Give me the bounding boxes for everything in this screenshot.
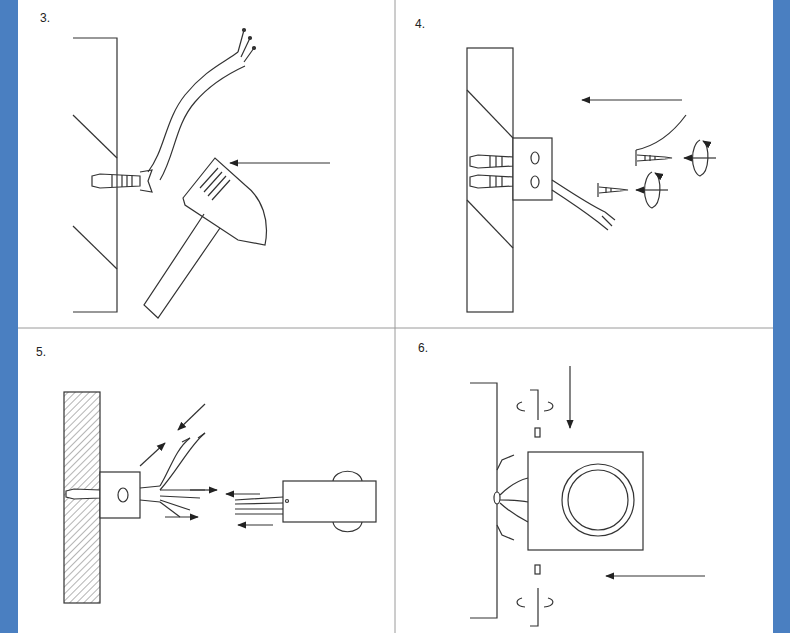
step-number: 6. [418, 342, 428, 355]
mounting-block [513, 138, 552, 200]
bracket [494, 455, 528, 540]
allen-key [517, 390, 553, 626]
direction-arrow [178, 404, 205, 430]
wall [470, 383, 497, 618]
wall [467, 48, 513, 312]
direction-arrow [582, 99, 682, 100]
wall-plug [92, 170, 152, 192]
cable [148, 29, 256, 181]
rotation-arrow [636, 140, 716, 208]
panel-divider [395, 0, 396, 633]
step-number: 4. [415, 18, 425, 31]
wall [64, 392, 100, 603]
step-number: 5. [36, 346, 46, 359]
fixture [528, 452, 643, 550]
direction-arrow [165, 516, 198, 517]
direction-arrow [190, 489, 217, 490]
direction-arrow [230, 162, 330, 163]
mounting-block [66, 472, 140, 518]
step-number: 3. [40, 12, 50, 25]
wall-plug [470, 155, 513, 188]
side-bar [0, 0, 18, 633]
hammer [144, 158, 266, 318]
screw [598, 115, 686, 197]
direction-arrow [140, 443, 165, 466]
cable [552, 180, 615, 230]
direction-arrow [569, 366, 570, 428]
direction-arrow [606, 575, 705, 576]
direction-arrow [226, 493, 260, 494]
panel-divider [18, 328, 773, 329]
direction-arrow [238, 524, 273, 525]
driver [235, 471, 376, 532]
wires [140, 433, 205, 517]
side-bar [773, 0, 790, 633]
